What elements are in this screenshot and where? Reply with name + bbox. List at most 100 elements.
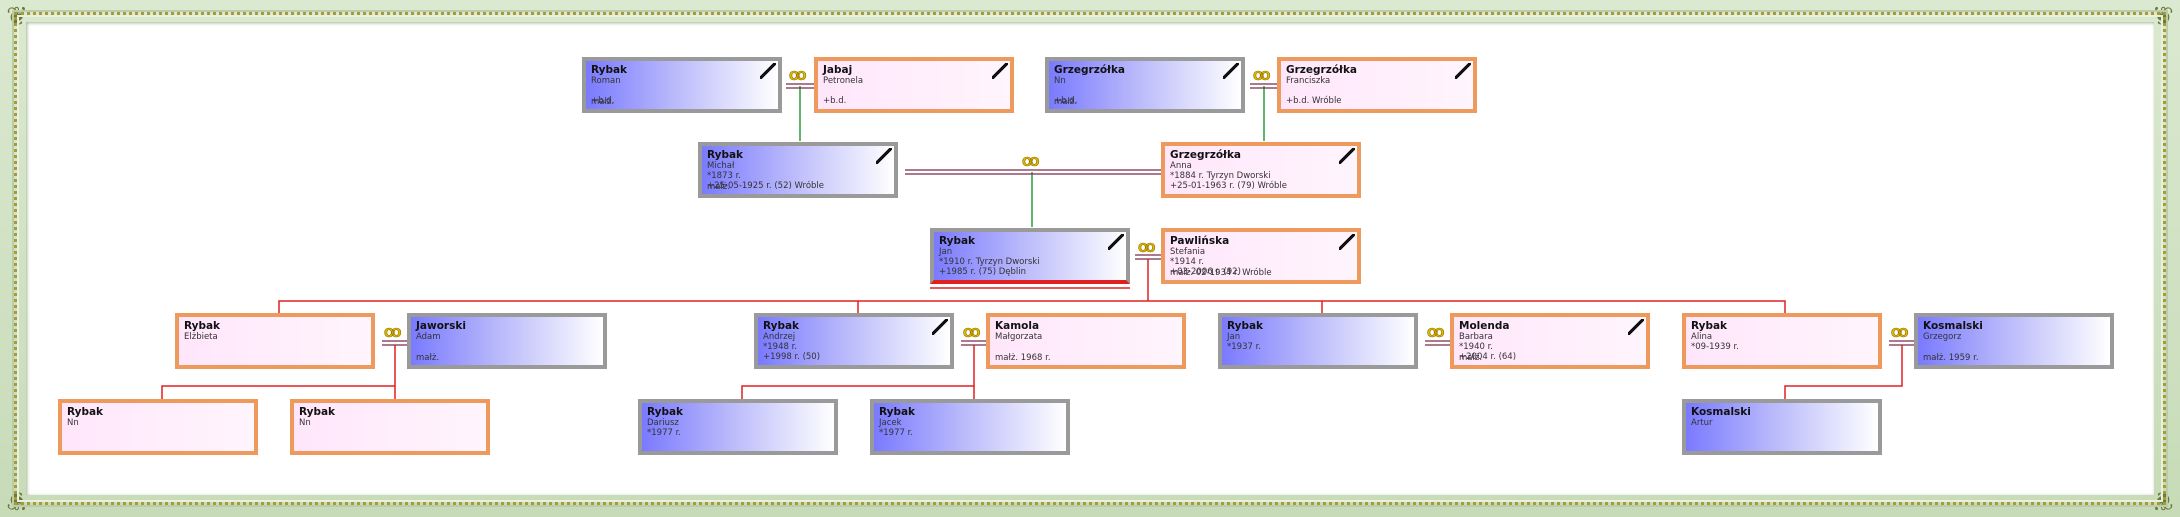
surname: Rybak: [939, 235, 976, 247]
surname: Rybak: [707, 149, 744, 161]
deceased-ribbon-icon: [932, 319, 948, 335]
given-name: Alina: [1691, 332, 1713, 342]
death-info: +03-2006 r. (92): [1170, 267, 1241, 277]
person-card-adam-jaworski[interactable]: Jaworski Adam małż.: [407, 313, 607, 369]
person-card-jacek-rybak[interactable]: Rybak Jacek *1977 r.: [870, 399, 1070, 455]
wedding-rings-icon: OO: [1891, 326, 1909, 340]
deceased-ribbon-icon: [992, 63, 1008, 79]
birth-info: *1884 r. Tyrzyn Dworski: [1170, 171, 1271, 181]
marriage-info: małż. 1959 r.: [1923, 353, 1979, 363]
deceased-ribbon-icon: [1223, 63, 1239, 79]
person-card-nn-grzegrzolka[interactable]: Grzegrzółka Nn +b.d. małż.: [1045, 57, 1245, 113]
birth-info: [1054, 86, 1236, 96]
birth-info: *1873 r.: [707, 171, 741, 181]
death-info: +1985 r. (75) Dęblin: [939, 267, 1027, 277]
surname: Jaworski: [416, 320, 466, 332]
given-name: Stefania: [1170, 247, 1206, 257]
surname: Grzegrzółka: [1286, 64, 1358, 76]
birth-info: *1948 r.: [763, 342, 797, 352]
surname: Rybak: [591, 64, 628, 76]
given-name: Franciszka: [1286, 76, 1331, 86]
marriage-info: małż.: [416, 353, 440, 363]
marriage-line: [382, 83, 1915, 346]
person-card-nn-rybak-2[interactable]: Rybak Nn: [290, 399, 490, 455]
person-card-jan-rybak-1937[interactable]: Rybak Jan *1937 r.: [1218, 313, 1418, 369]
marriage-info: małż.: [707, 182, 731, 192]
deceased-ribbon-icon: [1628, 319, 1644, 335]
birth-info: *1937 r.: [1227, 342, 1261, 352]
wedding-rings-icon: OO: [384, 326, 402, 340]
given-name: Nn: [67, 418, 79, 428]
wedding-rings-icon: OO: [1253, 69, 1271, 83]
surname: Rybak: [1227, 320, 1264, 332]
surname: Rybak: [763, 320, 800, 332]
frame-gold-border: [14, 12, 2166, 505]
deceased-ribbon-icon: [1339, 234, 1355, 250]
person-card-andrzej-rybak[interactable]: Rybak Andrzej *1948 r. +1998 r. (50): [754, 313, 954, 369]
given-name: Elżbieta: [184, 332, 218, 342]
surname: Rybak: [1691, 320, 1728, 332]
given-name: Petronela: [823, 76, 864, 86]
given-name: Adam: [416, 332, 441, 342]
wedding-rings-icon: OO: [789, 69, 807, 83]
given-name: Jan: [1227, 332, 1241, 342]
person-card-dariusz-rybak[interactable]: Rybak Dariusz *1977 r.: [638, 399, 838, 455]
person-card-grzegorz-kosmalski[interactable]: Kosmalski Grzegorz małż. 1959 r.: [1914, 313, 2114, 369]
marriage-info: małż.: [591, 97, 615, 107]
surname: Jabaj: [823, 64, 853, 76]
person-card-alina-rybak[interactable]: Rybak Alina *09-1939 r.: [1682, 313, 1882, 369]
birth-info: *1940 r.: [1459, 342, 1493, 352]
given-name: Michał: [707, 161, 735, 171]
person-card-nn-rybak-1[interactable]: Rybak Nn: [58, 399, 258, 455]
person-card-stefania-pawlinska[interactable]: Pawlińska Stefania *1914 r. +03-2006 r. …: [1161, 228, 1361, 284]
person-card-elzbieta-rybak[interactable]: Rybak Elżbieta: [175, 313, 375, 369]
wedding-rings-icon: OO: [1022, 155, 1040, 169]
person-card-anna-grzegrzolka[interactable]: Grzegrzółka Anna *1884 r. Tyrzyn Dworski…: [1161, 142, 1361, 198]
death-info: +b.d.: [823, 96, 847, 106]
wedding-rings-icon: OO: [1138, 241, 1156, 255]
surname: Rybak: [184, 320, 221, 332]
surname: Molenda: [1459, 320, 1510, 332]
person-card-malgorzata-kamola[interactable]: Kamola Małgorzata małż. 1968 r.: [986, 313, 1186, 369]
death-info: +2004 r. (64): [1459, 352, 1517, 362]
birth-info: [1286, 86, 1468, 96]
surname: Grzegrzółka: [1054, 64, 1126, 76]
birth-info: *09-1939 r.: [1691, 342, 1739, 352]
person-card-michal-rybak[interactable]: Rybak Michał *1873 r. +25-05-1925 r. (52…: [698, 142, 898, 198]
given-name: Barbara: [1459, 332, 1493, 342]
given-name: Jan: [939, 247, 953, 257]
person-card-artur-kosmalski[interactable]: Kosmalski Artur: [1682, 399, 1882, 455]
marriage-info: małż.: [1054, 97, 1078, 107]
death-info: +25-01-1963 r. (79) Wróble: [1170, 181, 1288, 191]
surname: Kamola: [995, 320, 1040, 332]
wedding-rings-icon: OO: [1427, 326, 1445, 340]
surname: Rybak: [67, 406, 104, 418]
death-info: +b.d.: [591, 96, 615, 106]
marriage-info: małż. 1968 r.: [995, 353, 1051, 363]
surname: Rybak: [879, 406, 916, 418]
deceased-ribbon-icon: [876, 148, 892, 164]
given-name: Artur: [1691, 418, 1713, 428]
given-name: Andrzej: [763, 332, 796, 342]
death-info: +25-05-1925 r. (52) Wróble: [707, 181, 825, 191]
person-card-jan-rybak[interactable]: Rybak Jan *1910 r. Tyrzyn Dworski +1985 …: [930, 228, 1130, 284]
given-name: Grzegorz: [1923, 332, 1962, 342]
person-card-barbara-molenda[interactable]: Molenda Barbara *1940 r. +2004 r. (64) m…: [1450, 313, 1650, 369]
deceased-ribbon-icon: [1455, 63, 1471, 79]
given-name: Roman: [591, 76, 621, 86]
descendant-line: [161, 259, 1903, 399]
birth-info: [823, 86, 1005, 96]
birth-info: *1977 r.: [879, 428, 913, 438]
birth-info: *1914 r.: [1170, 257, 1204, 267]
person-card-franciszka-grzegrzolka[interactable]: Grzegrzółka Franciszka +b.d. Wróble: [1277, 57, 1477, 113]
deceased-ribbon-icon: [1108, 234, 1124, 250]
surname: Rybak: [299, 406, 336, 418]
given-name: Jacek: [879, 418, 902, 428]
person-card-petronela-jabaj[interactable]: Jabaj Petronela +b.d.: [814, 57, 1014, 113]
wedding-rings-icon: OO: [963, 326, 981, 340]
person-card-roman-rybak[interactable]: Rybak Roman +b.d. małż.: [582, 57, 782, 113]
birth-info: *1910 r. Tyrzyn Dworski: [939, 257, 1040, 267]
surname: Kosmalski: [1923, 320, 1983, 332]
deceased-ribbon-icon: [1339, 148, 1355, 164]
given-name: Nn: [299, 418, 311, 428]
